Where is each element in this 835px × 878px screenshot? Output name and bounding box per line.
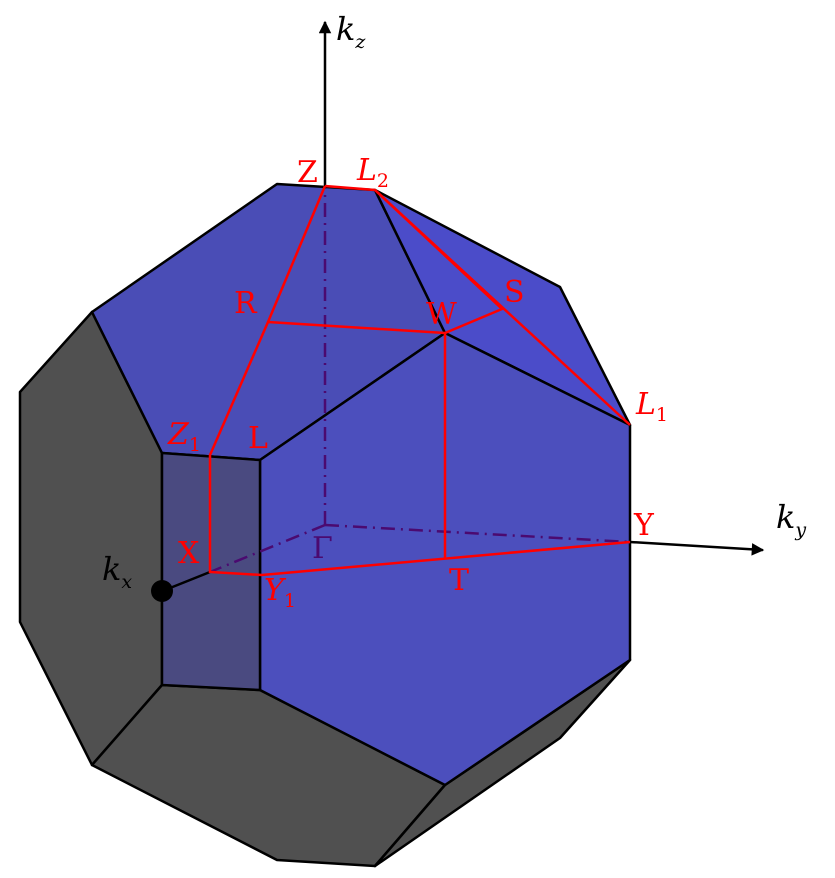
label-W: W [426, 297, 457, 332]
kx-label: kx [102, 550, 132, 593]
path-R-W-S-L2 [267, 189, 505, 335]
kx-axis [164, 570, 211, 592]
label-L1: L1 [635, 387, 668, 426]
ky-label: ky [776, 498, 806, 541]
ky-axis-hidden [324, 523, 631, 544]
label-T: T [449, 563, 469, 598]
label-S: S [504, 275, 525, 310]
label-X: X [178, 536, 200, 571]
label-Y1: Y1 [264, 573, 296, 612]
path-Z-R-Z1-X-Y1-Y [208, 185, 631, 577]
kz-label: kz [336, 10, 366, 53]
label-gamma: Γ [312, 531, 333, 566]
ky-axis [629, 540, 765, 556]
label-Z: Z [297, 155, 318, 190]
kx-axis-dot [151, 580, 173, 602]
kx-axis-hidden [209, 523, 326, 574]
label-Z1: Z1 [167, 417, 201, 456]
label-Y: Y [633, 508, 655, 543]
label-L: L [248, 421, 268, 456]
label-R: R [234, 286, 258, 321]
label-L2: L2 [356, 153, 389, 192]
